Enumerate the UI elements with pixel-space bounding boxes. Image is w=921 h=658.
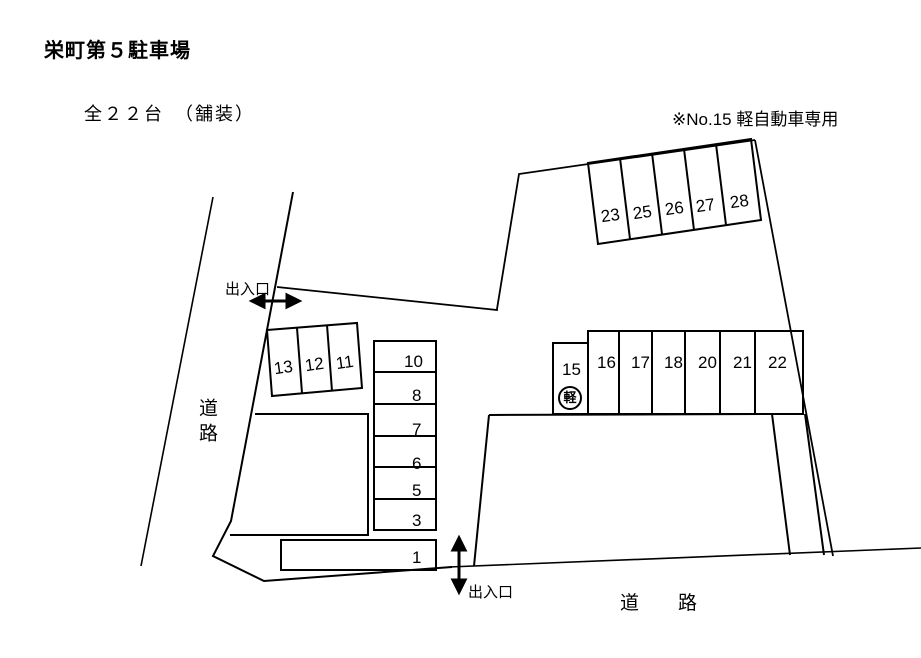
stall-number-21: 21 [733, 353, 752, 372]
stall-1-outline [280, 539, 437, 571]
aisle-right-edge-2 [804, 413, 825, 556]
road-lines [140, 196, 921, 568]
stall-divider-27-28 [715, 143, 727, 226]
stall-row-left-angled [265, 321, 364, 398]
stall-number-23: 23 [599, 204, 622, 227]
gate-arrows [248, 292, 468, 596]
gate-label-top: 出入口 [225, 281, 271, 298]
stall-number-5: 5 [412, 481, 422, 500]
gate-label-bottom: 出入口 [468, 584, 514, 601]
stall-divider-26-27 [683, 148, 695, 231]
stall-number-22: 22 [768, 353, 787, 372]
road-label-left: 道路 [196, 398, 217, 448]
road-label-bottom: 道 路 [620, 593, 708, 614]
stall-number-12: 12 [303, 353, 326, 376]
stall-row-top-right [586, 137, 763, 246]
stall-number-17: 17 [631, 353, 650, 372]
kei-car-note: ※No.15 軽自動車専用 [672, 110, 839, 129]
stall-number-1: 1 [412, 548, 422, 567]
stall-number-16: 16 [597, 353, 616, 372]
lot-boundary-left [211, 191, 453, 583]
right-diagonal-edge [754, 139, 834, 557]
stall-number-7: 7 [412, 420, 422, 439]
stall-number-25: 25 [631, 201, 654, 224]
road-left-line [140, 196, 214, 567]
stall-number-28: 28 [728, 190, 751, 213]
aisle-left-edge [473, 414, 490, 567]
stall-divider-12-11 [326, 324, 333, 392]
stall-number-13: 13 [272, 356, 295, 379]
gate-top-arrow-head-left [248, 292, 266, 310]
stall-bottom-wide [280, 539, 437, 571]
stall-divider-25-26 [651, 152, 663, 235]
page-title: 栄町第５駐車場 [44, 40, 191, 62]
stall-number-20: 20 [698, 353, 717, 372]
stall-divider-13-12 [296, 327, 303, 394]
stall-number-15: 15 [562, 360, 581, 379]
stall-16-22-outline [587, 330, 804, 415]
left-block-outline [211, 191, 453, 583]
gate-bottom-arrow-head-up [450, 534, 468, 552]
left-courtyard-block [230, 413, 369, 536]
aisle-right-edge [771, 413, 791, 556]
central-block-lines [473, 413, 825, 567]
stall-number-8: 8 [412, 386, 422, 405]
gate-top-arrow-head-right [285, 292, 303, 310]
stall-row-right [552, 330, 804, 415]
capacity-subtitle: 全２２台 （舗装） [84, 104, 255, 124]
stall-number-11: 11 [334, 351, 355, 374]
stall-number-18: 18 [664, 353, 683, 372]
stall-number-26: 26 [663, 197, 686, 220]
stall-divider-23-25 [619, 157, 631, 240]
stall-number-3: 3 [412, 511, 422, 530]
gate-bottom-arrow-head-down [450, 578, 468, 596]
stall-column-center [373, 340, 437, 531]
lot-boundary-right [754, 139, 834, 557]
courtyard-outline [230, 413, 369, 536]
stall-number-6: 6 [412, 454, 422, 473]
top-edge-path [276, 139, 756, 311]
kei-car-badge: 軽 [558, 386, 582, 410]
stall-row-top-right-outline [586, 137, 763, 246]
road-bottom-line [448, 547, 921, 568]
lot-boundary-top [276, 139, 756, 311]
stall-number-10: 10 [404, 352, 423, 371]
stall-number-27: 27 [694, 194, 717, 217]
